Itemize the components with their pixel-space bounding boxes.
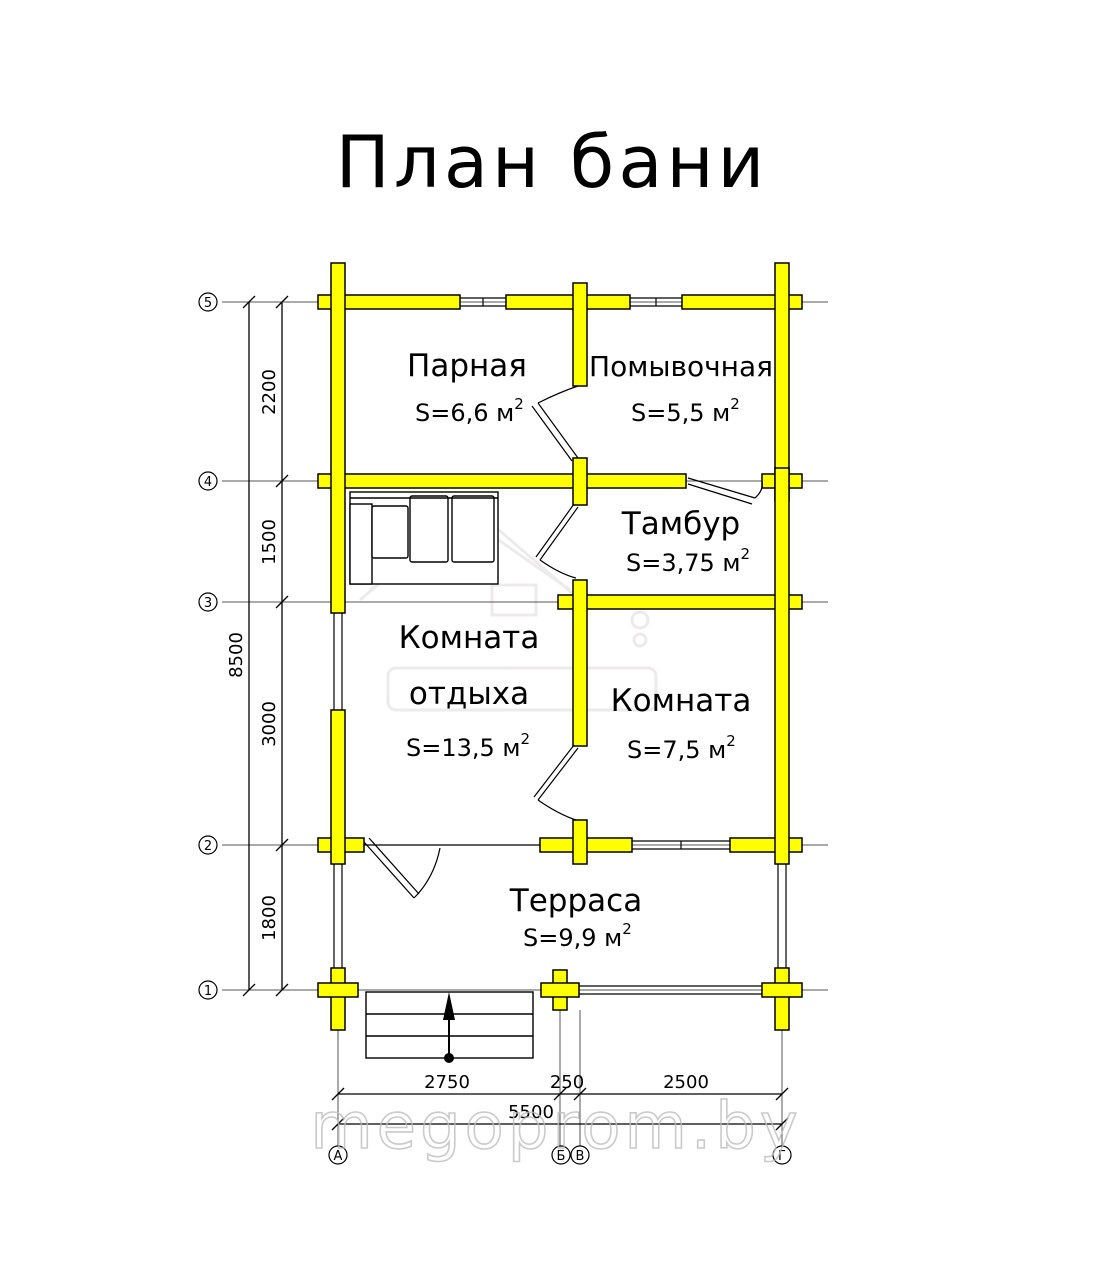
room-name-terrasa: Терраса [509,883,642,919]
room-area-parnaya: S=6,6 м2 [415,395,524,427]
room-area-komnata: S=7,5 м2 [627,732,736,764]
axis-col-b: Б [557,1149,566,1164]
dim-1500: 1500 [259,519,280,565]
terrace-railings [333,864,787,995]
room-name-komnata-otdykha-line2: отдыха [409,676,529,712]
entry-arrow-icon [443,992,455,1063]
room-name-komnata: Комната [611,683,752,719]
dim-8500: 8500 [226,632,247,678]
dim-2200: 2200 [259,369,280,415]
room-name-parnaya: Парная [407,348,527,384]
axis-row-2: 2 [204,839,212,854]
room-area-pomyvochnaya: S=5,5 м2 [631,395,740,427]
plan-title: План бани [336,120,769,204]
dim-2500: 2500 [663,1072,709,1093]
site-watermark: megoprom.by [310,1090,801,1164]
vertical-dimensions [242,295,289,997]
room-name-komnata-otdykha-line1: Комната [399,620,540,656]
axis-col-a: А [334,1149,343,1164]
room-area-tambur: S=3,75 м2 [626,545,750,577]
axis-row-5: 5 [204,296,212,311]
axis-row-4: 4 [204,475,212,490]
dim-5500: 5500 [508,1102,554,1123]
windows [333,297,730,850]
horizontal-dimensions [331,1087,789,1131]
dim-3000: 3000 [259,701,280,747]
sofa [349,491,499,585]
row-axis-markers [198,292,218,1000]
column-axis-markers [328,1145,792,1165]
axis-col-v: В [576,1149,585,1164]
room-area-komnata-otdykha: S=13,5 м2 [406,730,530,762]
room-area-terrasa: S=9,9 м2 [523,920,632,952]
dim-2750: 2750 [424,1072,470,1093]
dim-250: 250 [550,1072,584,1093]
axis-row-1: 1 [204,984,212,999]
doors [363,385,763,899]
walls [317,262,803,1031]
room-name-pomyvochnaya: Помывочная [589,350,773,383]
dim-1800: 1800 [259,895,280,941]
axis-col-g: Г [778,1149,786,1164]
room-name-tambur: Тамбур [621,506,740,542]
axis-row-3: 3 [204,596,212,611]
